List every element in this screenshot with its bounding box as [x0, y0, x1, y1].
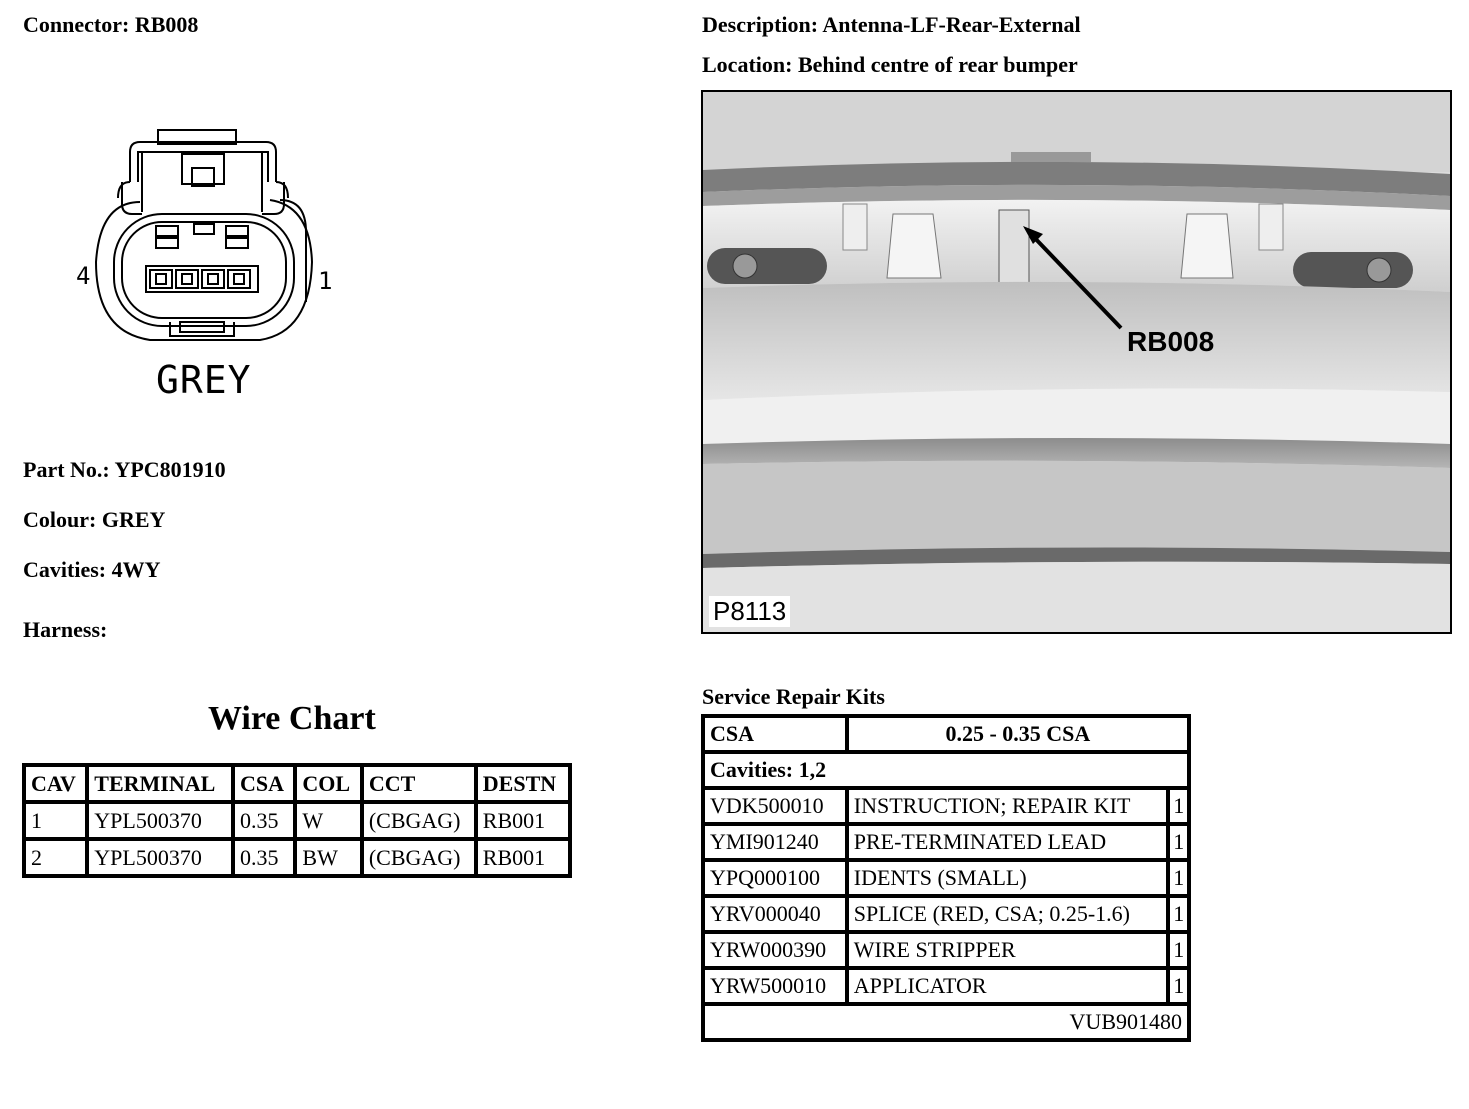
connector-label: Connector: [23, 12, 130, 37]
connector-field: Connector: RB008 [23, 12, 198, 38]
pin-label-right: 1 [318, 267, 333, 295]
connector-value: RB008 [134, 12, 199, 37]
kit-description: PRE-TERMINATED LEAD [848, 826, 1167, 858]
cell-cct: (CBGAG) [363, 804, 474, 837]
column-header: CSA [235, 767, 294, 800]
table-row: YRV000040 SPLICE (RED, CSA; 0.25-1.6) 1 [705, 898, 1187, 930]
kit-part-no: VDK500010 [705, 790, 845, 822]
csa-value: 0.25 - 0.35 CSA [848, 718, 1187, 750]
photo-callout: RB008 [1127, 326, 1215, 357]
csa-label: CSA [705, 718, 845, 750]
part-no-label: Part No.: [23, 457, 110, 482]
photo-ref: P8113 [709, 596, 791, 627]
cell-destn: RB001 [477, 804, 568, 837]
cell-csa: 0.35 [235, 841, 294, 874]
colour-label: Colour: [23, 507, 97, 532]
location-value: Behind centre of rear bumper [797, 52, 1078, 77]
column-header: CCT [363, 767, 474, 800]
cell-col: W [297, 804, 360, 837]
column-header: TERMINAL [89, 767, 231, 800]
cell-col: BW [297, 841, 360, 874]
location-photo: RB008 P8113 [701, 90, 1452, 634]
description-field: Description: Antenna-LF-Rear-External [702, 12, 1081, 38]
cavities-field: Cavities: 4WY [23, 557, 160, 583]
harness-field: Harness: [23, 617, 107, 643]
kit-qty: 1 [1170, 970, 1187, 1002]
connector-drawing: 4 1 GREY [70, 122, 340, 412]
column-header: DESTN [477, 767, 568, 800]
kit-description: APPLICATOR [848, 970, 1167, 1002]
kit-description: SPLICE (RED, CSA; 0.25-1.6) [848, 898, 1167, 930]
part-no-value: YPC801910 [114, 457, 226, 482]
colour-field: Colour: GREY [23, 507, 165, 533]
cell-cav: 1 [26, 804, 86, 837]
table-header-row: CAV TERMINAL CSA COL CCT DESTN [26, 767, 568, 800]
kit-description: INSTRUCTION; REPAIR KIT [848, 790, 1167, 822]
cell-csa: 0.35 [235, 804, 294, 837]
table-row: YRW500010 APPLICATOR 1 [705, 970, 1187, 1002]
location-field: Location: Behind centre of rear bumper [702, 52, 1078, 78]
kit-qty: 1 [1170, 898, 1187, 930]
cavities-value: 4WY [111, 557, 161, 582]
wire-chart-title: Wire Chart [208, 700, 376, 737]
location-label: Location: [702, 52, 793, 77]
cavities-row: Cavities: 1,2 [705, 754, 1187, 786]
kit-part-no: YRV000040 [705, 898, 845, 930]
kit-part-no: YRW000390 [705, 934, 845, 966]
kit-footer: VUB901480 [705, 1006, 1187, 1038]
cell-cct: (CBGAG) [363, 841, 474, 874]
cavities-line: Cavities: 1,2 [705, 754, 1187, 786]
table-row: YMI901240 PRE-TERMINATED LEAD 1 [705, 826, 1187, 858]
wire-chart-table: CAV TERMINAL CSA COL CCT DESTN 1 YPL5003… [22, 763, 572, 878]
description-value: Antenna-LF-Rear-External [822, 12, 1081, 37]
kit-description: WIRE STRIPPER [848, 934, 1167, 966]
harness-label: Harness: [23, 617, 108, 642]
cell-terminal: YPL500370 [89, 804, 231, 837]
kit-description: IDENTS (SMALL) [848, 862, 1167, 894]
cavities-label: Cavities: [23, 557, 107, 582]
table-row: 2 YPL500370 0.35 BW (CBGAG) RB001 [26, 841, 568, 874]
kit-part-no: YRW500010 [705, 970, 845, 1002]
kit-part-no: YMI901240 [705, 826, 845, 858]
table-row: YRW000390 WIRE STRIPPER 1 [705, 934, 1187, 966]
csa-row: CSA 0.25 - 0.35 CSA [705, 718, 1187, 750]
part-no-field: Part No.: YPC801910 [23, 457, 226, 483]
table-row: 1 YPL500370 0.35 W (CBGAG) RB001 [26, 804, 568, 837]
repair-kits-table: CSA 0.25 - 0.35 CSA Cavities: 1,2 VDK500… [701, 714, 1191, 1042]
table-row: VDK500010 INSTRUCTION; REPAIR KIT 1 [705, 790, 1187, 822]
table-row: YPQ000100 IDENTS (SMALL) 1 [705, 862, 1187, 894]
description-label: Description: [702, 12, 819, 37]
kit-qty: 1 [1170, 826, 1187, 858]
kit-part-no: YPQ000100 [705, 862, 845, 894]
kit-qty: 1 [1170, 862, 1187, 894]
footer-row: VUB901480 [705, 1006, 1187, 1038]
kit-qty: 1 [1170, 790, 1187, 822]
repair-kits-title: Service Repair Kits [702, 684, 885, 709]
cell-cav: 2 [26, 841, 86, 874]
column-header: COL [297, 767, 360, 800]
cell-destn: RB001 [477, 841, 568, 874]
cell-terminal: YPL500370 [89, 841, 231, 874]
column-header: CAV [26, 767, 86, 800]
drawing-colour-label: GREY [156, 358, 252, 402]
colour-value: GREY [101, 507, 166, 532]
kit-qty: 1 [1170, 934, 1187, 966]
pin-label-left: 4 [76, 262, 91, 290]
